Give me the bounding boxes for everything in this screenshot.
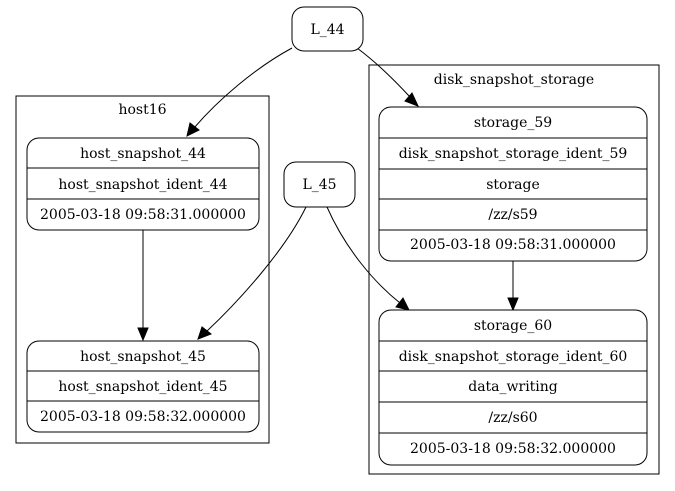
node-host-snapshot-45-field: host_snapshot_45 [80,349,206,365]
node-storage-59-field: 2005-03-18 09:58:31.000000 [410,237,616,253]
arrowhead [186,122,200,137]
node-l45-label: L_45 [302,177,336,193]
node-l44: L_44 [291,6,364,52]
node-storage-60-field: 2005-03-18 09:58:32.000000 [410,441,616,457]
node-host-snapshot-44-field: host_snapshot_44 [80,146,206,162]
node-storage-59-field: storage_59 [474,115,552,131]
cluster-disk-snapshot-storage: disk_snapshot_storage [368,64,660,475]
node-host-snapshot-45: host_snapshot_45 host_snapshot_ident_45 … [26,340,260,433]
arrowhead [404,92,419,107]
edges [137,47,519,342]
arrowhead [395,297,410,311]
node-host-snapshot-44: host_snapshot_44 host_snapshot_ident_44 … [26,137,260,231]
node-host-snapshot-44-field: 2005-03-18 09:58:31.000000 [40,207,246,223]
node-storage-60-field: /zz/s60 [488,410,537,426]
node-host-snapshot-44-field: host_snapshot_ident_44 [58,177,227,193]
arrowhead [507,297,519,312]
arrowhead [197,326,213,340]
edge-l44-host-snapshot-44 [193,47,293,129]
edge-l44-storage-59 [356,47,411,98]
cluster-disk-snapshot-storage-label: disk_snapshot_storage [434,72,594,88]
node-storage-60-field: disk_snapshot_storage_ident_60 [399,349,628,365]
node-storage-60-field: data_writing [468,379,558,395]
edge-l45-host-snapshot-45 [205,206,307,333]
node-storage-60-field: storage_60 [474,318,552,334]
node-storage-59-field: /zz/s59 [488,207,537,223]
node-storage-59-field: disk_snapshot_storage_ident_59 [399,146,628,162]
node-storage-59: storage_59 disk_snapshot_storage_ident_5… [378,106,648,262]
node-l44-label: L_44 [310,22,344,38]
cluster-host16-label: host16 [118,102,166,118]
node-host-snapshot-45-field: host_snapshot_ident_45 [58,379,227,395]
edge-l45-storage-60 [326,206,401,304]
node-storage-60: storage_60 disk_snapshot_storage_ident_6… [378,309,648,466]
arrowhead [137,327,149,342]
node-host-snapshot-45-field: 2005-03-18 09:58:32.000000 [40,409,246,425]
node-l45: L_45 [283,161,356,208]
cluster-host16: host16 [15,95,270,444]
node-storage-59-field: storage [486,177,540,193]
